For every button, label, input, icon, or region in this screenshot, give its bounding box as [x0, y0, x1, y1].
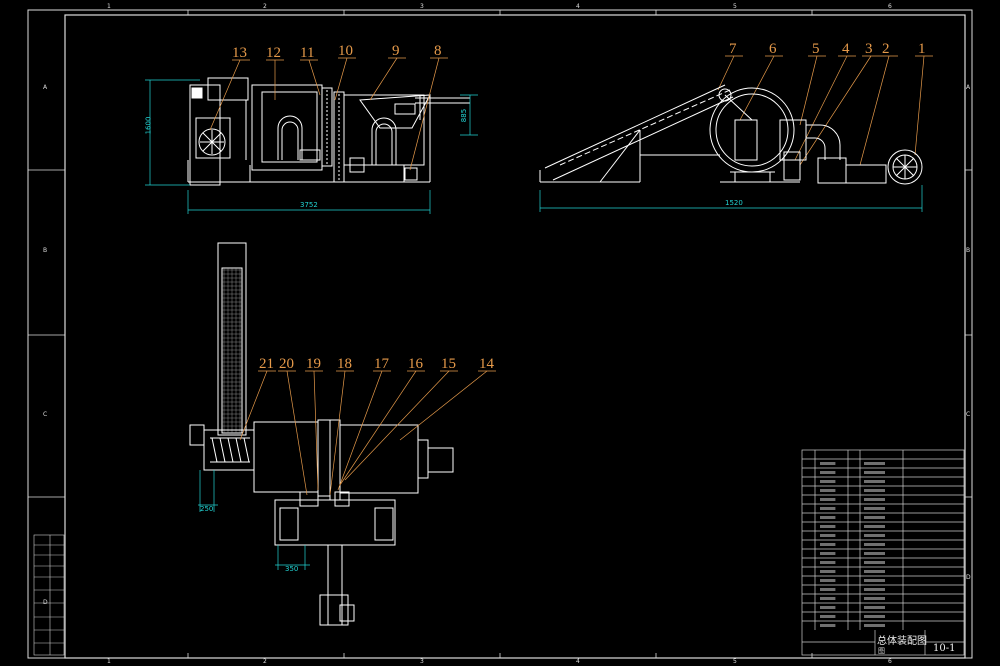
part-label-9: 9: [392, 43, 400, 59]
part-label-19: 19: [306, 356, 321, 372]
part-label-6: 6: [769, 41, 777, 57]
border-left-b: B: [43, 247, 48, 254]
border-bottom-5: 5: [733, 658, 737, 665]
plan-dimension-lines: [198, 470, 310, 570]
border-top-5: 5: [733, 3, 737, 10]
outer-frame: [27, 9, 973, 659]
part-label-12: 12: [266, 45, 281, 61]
dim-side-width: 1520: [725, 199, 743, 207]
part-label-10: 10: [338, 43, 353, 59]
border-top-1: 1: [107, 3, 111, 10]
front-view: [187, 77, 470, 186]
part-label-11: 11: [300, 45, 315, 61]
dim-plan-bottom: 350: [285, 565, 299, 573]
border-left-c: C: [43, 411, 48, 418]
dim-front-width: 3752: [300, 201, 318, 209]
border-bottom-4: 4: [576, 658, 580, 665]
dim-plan-left: 250: [200, 505, 214, 513]
border-left-a: A: [43, 84, 48, 91]
side-view: [539, 84, 923, 185]
part-label-3: 3: [865, 41, 873, 57]
border-top-4: 4: [576, 3, 580, 10]
border-top-3: 3: [420, 3, 424, 10]
front-dimension-lines: [145, 79, 478, 214]
dim-front-height: 1600: [144, 116, 153, 135]
part-label-15: 15: [441, 356, 456, 372]
title-block-text-marks: [820, 462, 885, 627]
border-bottom-6: 6: [888, 658, 892, 665]
drawing-number: 10-1: [933, 643, 956, 654]
part-label-14: 14: [479, 356, 494, 372]
border-top-2: 2: [263, 3, 267, 10]
title-block: [801, 449, 965, 656]
border-bottom-1: 1: [107, 658, 111, 665]
part-label-7: 7: [729, 41, 737, 57]
part-label-4: 4: [842, 41, 850, 57]
part-label-2: 2: [882, 41, 890, 57]
part-label-5: 5: [812, 41, 820, 57]
side-dimension-lines: [539, 185, 923, 212]
part-label-21: 21: [259, 356, 274, 372]
border-right-a: A: [966, 84, 971, 91]
part-label-16: 16: [408, 356, 423, 372]
border-ticks: [28, 10, 972, 658]
drawing-title: 总体装配图: [877, 636, 927, 647]
part-label-18: 18: [337, 356, 352, 372]
border-left-d: D: [43, 599, 48, 606]
dim-right-height: 885: [460, 108, 469, 123]
border-right-b: B: [966, 247, 971, 254]
border-bottom-3: 3: [420, 658, 424, 665]
border-top-6: 6: [888, 3, 892, 10]
bottom-leader-lines: [239, 370, 496, 496]
border-bottom-2: 2: [263, 658, 267, 665]
top-leader-lines: [209, 55, 933, 171]
inner-frame: [64, 14, 966, 659]
border-right-d: D: [966, 574, 971, 581]
left-strip-table: [33, 534, 65, 656]
mesh-pattern: [222, 268, 242, 433]
part-label-17: 17: [374, 356, 389, 372]
plan-view-body: [189, 419, 454, 626]
part-label-8: 8: [434, 43, 442, 59]
sheet-label: 图: [878, 647, 885, 655]
border-right-c: C: [966, 411, 971, 418]
part-label-13: 13: [232, 45, 247, 61]
part-label-20: 20: [279, 356, 294, 372]
part-label-1: 1: [918, 41, 926, 57]
